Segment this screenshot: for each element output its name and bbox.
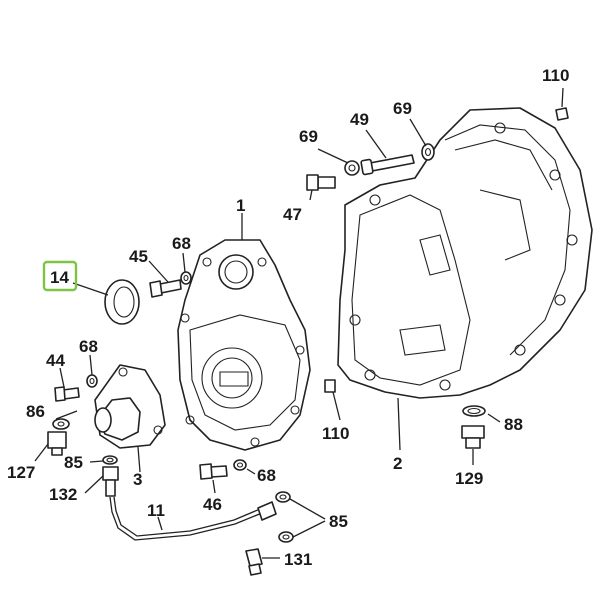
plug-129[interactable] [461,425,485,449]
washer-69-left[interactable] [344,160,360,176]
callout-85-left[interactable]: 85 [64,453,83,472]
callout-69-upper[interactable]: 69 [393,99,412,118]
callout-86[interactable]: 86 [26,402,45,421]
part-1-cover[interactable] [177,239,311,451]
callout-68-top[interactable]: 68 [172,234,191,253]
callout-110-bottom[interactable]: 110 [322,424,349,443]
callout-110-top[interactable]: 110 [542,66,569,85]
bolt-49[interactable] [360,154,415,176]
callout-labels: 110 49 69 69 1 47 45 68 14 44 68 86 127 … [7,66,569,569]
pipe-11[interactable] [109,496,277,541]
callout-44[interactable]: 44 [46,351,65,370]
callout-69-left[interactable]: 69 [299,127,318,146]
callout-2[interactable]: 2 [393,454,402,473]
bolt-44[interactable] [54,386,80,402]
washer-69-upper[interactable] [421,143,435,161]
callout-47[interactable]: 47 [283,205,302,224]
leader-lines [34,87,564,559]
bolt-47[interactable] [306,174,336,191]
washer-68-bottom[interactable] [233,459,247,471]
callout-85-right[interactable]: 85 [329,512,348,531]
callout-45[interactable]: 45 [129,247,148,266]
callout-14[interactable]: 14 [50,268,69,287]
washer-86[interactable] [52,418,70,430]
bolt-45[interactable] [149,279,182,298]
callout-49[interactable]: 49 [350,110,369,129]
part-2-housing[interactable] [337,107,593,399]
seal-88[interactable] [462,405,486,417]
washer-85-left[interactable] [102,455,118,465]
fitting-132[interactable] [102,466,119,497]
callout-129[interactable]: 129 [455,469,483,488]
callout-68-left[interactable]: 68 [79,337,98,356]
washer-68-top[interactable] [180,271,192,285]
washers-85-right[interactable] [275,491,294,543]
callout-127[interactable]: 127 [7,463,35,482]
bolt-46[interactable] [199,463,228,480]
washer-68-left[interactable] [86,374,98,388]
selected-callout-box [42,260,78,292]
callout-131[interactable]: 131 [284,550,312,569]
callout-11[interactable]: 11 [147,501,165,520]
part-14-seal[interactable] [104,279,140,325]
pin-110-top[interactable] [555,107,569,121]
callout-132[interactable]: 132 [49,485,77,504]
callout-88[interactable]: 88 [504,415,523,434]
callout-46[interactable]: 46 [203,495,222,514]
bolt-131[interactable] [245,548,263,576]
pin-110-bottom[interactable] [324,379,336,393]
callout-68-bottom[interactable]: 68 [257,466,276,485]
callout-3[interactable]: 3 [133,470,142,489]
callout-1[interactable]: 1 [236,196,245,215]
plug-127[interactable] [47,431,67,456]
part-3-small-cover[interactable] [94,364,166,449]
